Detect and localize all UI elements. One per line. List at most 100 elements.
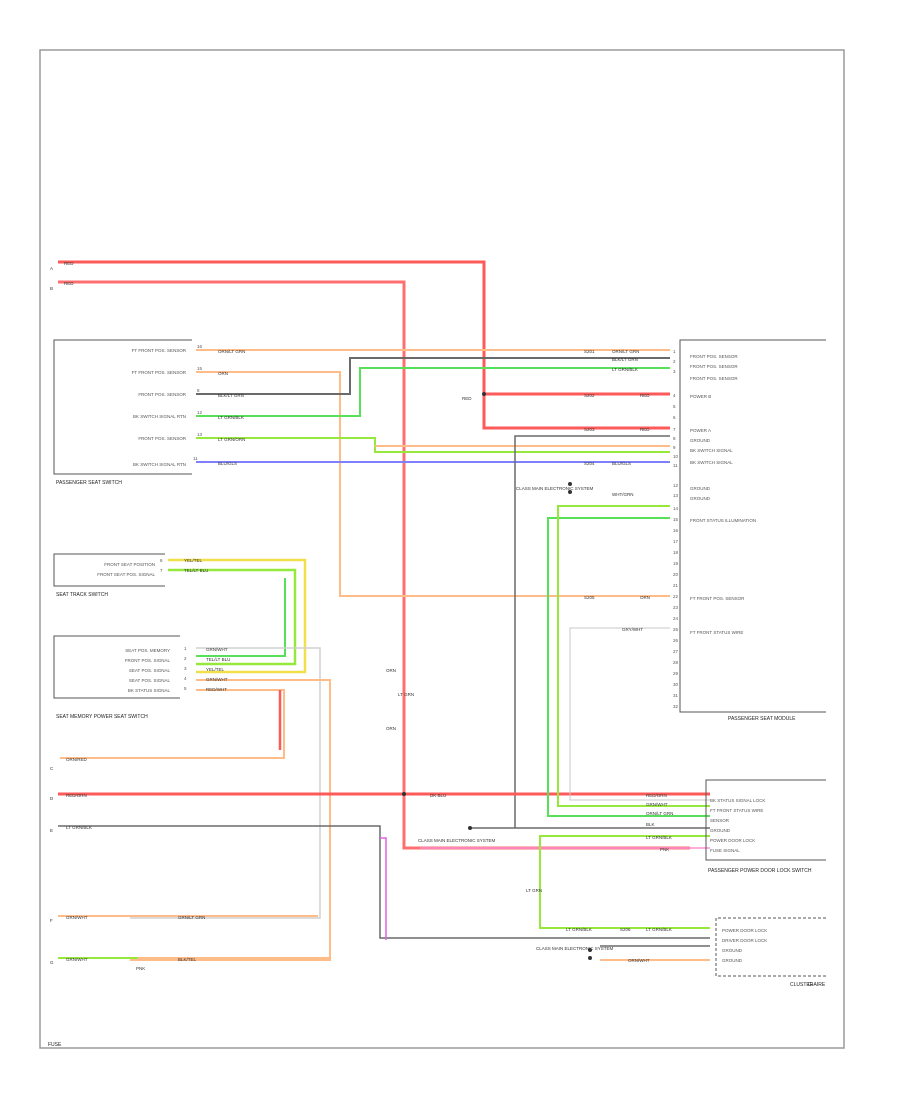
svg-text:WHT/GRN: WHT/GRN [612,492,634,497]
pin-label: FRONT SEAT POS. SIGNAL [97,572,155,577]
pin-label: GROUND [710,828,731,833]
svg-text:LT GRN/BLK: LT GRN/BLK [218,415,244,420]
pin-label: GROUND [722,958,743,963]
svg-text:8: 8 [673,436,676,441]
svg-text:YEL/TEL: YEL/TEL [206,667,225,672]
component-label: PASSENGER SEAT MODULE [728,716,796,722]
splice-dot [568,490,572,494]
component-label: CLUSTER [790,982,814,988]
svg-text:DK BLU: DK BLU [430,793,446,798]
svg-text:RED/WHT: RED/WHT [206,687,227,692]
seat-track-switch-box [53,553,165,587]
svg-text:31: 31 [673,693,679,698]
svg-text:10: 10 [673,454,679,459]
svg-text:YEL/TEL: YEL/TEL [184,558,203,563]
pin-label: DRIVER DOOR LOCK [722,938,767,943]
pin-label: GROUND [690,496,711,501]
pin-number: 13 [197,432,203,437]
pin-label: FRONT POS. SIGNAL [125,658,171,663]
component-label: PASSENGER POWER DOOR LOCK SWITCH [708,868,812,874]
svg-text:CLASS MAIN ELECTRONIC SYSTEM: CLASS MAIN ELECTRONIC SYSTEM [418,838,496,843]
svg-text:RED/ORN: RED/ORN [66,793,87,798]
svg-text:PNK: PNK [136,966,145,971]
feed-label: E [50,828,53,833]
wire-magenta [380,837,387,940]
svg-text:16: 16 [673,528,679,533]
wire-orange-2 [196,371,670,597]
svg-text:S204: S204 [584,461,595,466]
diagram-frame [39,49,845,1049]
svg-text:7: 7 [673,427,676,432]
svg-text:LT GRN: LT GRN [398,692,414,697]
pin-label: FRONT POS. SENSOR [138,392,186,397]
seat-memory-switch-box [53,635,180,699]
svg-text:21: 21 [673,583,679,588]
wire-gray-lower [58,825,710,939]
pin-label: POWER DOOR LOCK [722,928,767,933]
svg-text:15: 15 [673,517,679,522]
splice-dot [468,826,472,830]
pin-label: GROUND [690,438,711,443]
pin-label: POWER DOOR LOCK [710,838,755,843]
svg-text:CLASS MAIN ELECTRONIC SYSTEM: CLASS MAIN ELECTRONIC SYSTEM [516,486,594,491]
pin-label: FT FRONT STATUS WIRE [710,808,763,813]
pin-label: SEAT POS. MEMORY [125,648,170,653]
feed-label: G [50,960,54,965]
wire-gray-ground [514,435,670,828]
feed-label: F [50,918,53,923]
pin-label: FRONT POS. SENSOR [690,354,738,359]
svg-text:TEL/LT BLU: TEL/LT BLU [184,568,208,573]
splice-dot [588,948,592,952]
svg-text:BLK: BLK [646,822,655,827]
svg-text:ORN: ORN [640,595,650,600]
svg-text:27: 27 [673,649,679,654]
svg-text:5: 5 [673,404,676,409]
component-label: SEAT TRACK SWITCH [56,592,108,598]
svg-text:RED: RED [640,393,650,398]
wire-red-memory [60,689,285,759]
pin-number: 2 [184,656,187,661]
wire-gray-thin [569,627,710,801]
svg-text:9: 9 [673,445,676,450]
pin-number: 11 [193,456,198,461]
svg-text:23: 23 [673,605,679,610]
wire-lime-long [557,505,710,807]
svg-text:S206: S206 [620,927,631,932]
ground-label: G-AIRE [808,982,826,988]
wire-yellow-track [168,558,307,674]
cluster-box [715,917,826,977]
svg-text:22: 22 [673,594,679,599]
pin-label: SEAT POS. SIGNAL [129,678,171,683]
svg-text:BLU/GLS: BLU/GLS [218,461,237,466]
svg-text:ORN/RED: ORN/RED [66,757,88,762]
svg-text:RED/ORN: RED/ORN [646,793,667,798]
splice-dot [568,482,572,486]
svg-text:LT GRN/BLK: LT GRN/BLK [646,835,672,840]
svg-text:BLK/LT GRN: BLK/LT GRN [612,357,638,362]
svg-text:ORN: ORN [218,371,228,376]
pin-label: SEAT POS. SIGNAL [129,668,171,673]
pin-label: FRONT POS. SENSOR [690,364,738,369]
passenger-seat-switch-box [53,339,192,475]
wire-orange-memory [130,679,331,961]
fuse-block-label: FUSE [48,1042,62,1048]
svg-text:11: 11 [673,463,678,468]
pin-label: FRONT STATUS ILLUMINATION [690,518,756,523]
splice-dot [482,392,486,396]
svg-text:LT GRN: LT GRN [526,888,542,893]
pin-label: BK SWITCH SIGNAL RTN [133,462,186,467]
svg-text:30: 30 [673,682,679,687]
pin-label: FT FRONT STATUS WIRE [690,630,743,635]
svg-text:17: 17 [673,539,679,544]
wire-green-long [547,517,710,817]
svg-text:ORN/LT GRN: ORN/LT GRN [612,349,639,354]
wire-labels: RED RED ORN/LT GRN ORN BLK/LT GRN LT GRN… [64,261,673,963]
pin-label: BK STATUS SIGNAL LOCK [710,798,765,803]
feed-label: C [50,766,54,771]
svg-text:S205: S205 [584,595,595,600]
module-pin-numbers: 1 2 3 4 5 6 7 8 9 10 11 12 13 14 15 16 1… [673,349,679,709]
pin-label: SENSOR [710,818,730,823]
pin-label: BK SWITCH SIGNAL [690,448,733,453]
feed-label: B [50,286,53,291]
svg-text:GRN/WHT: GRN/WHT [206,677,228,682]
